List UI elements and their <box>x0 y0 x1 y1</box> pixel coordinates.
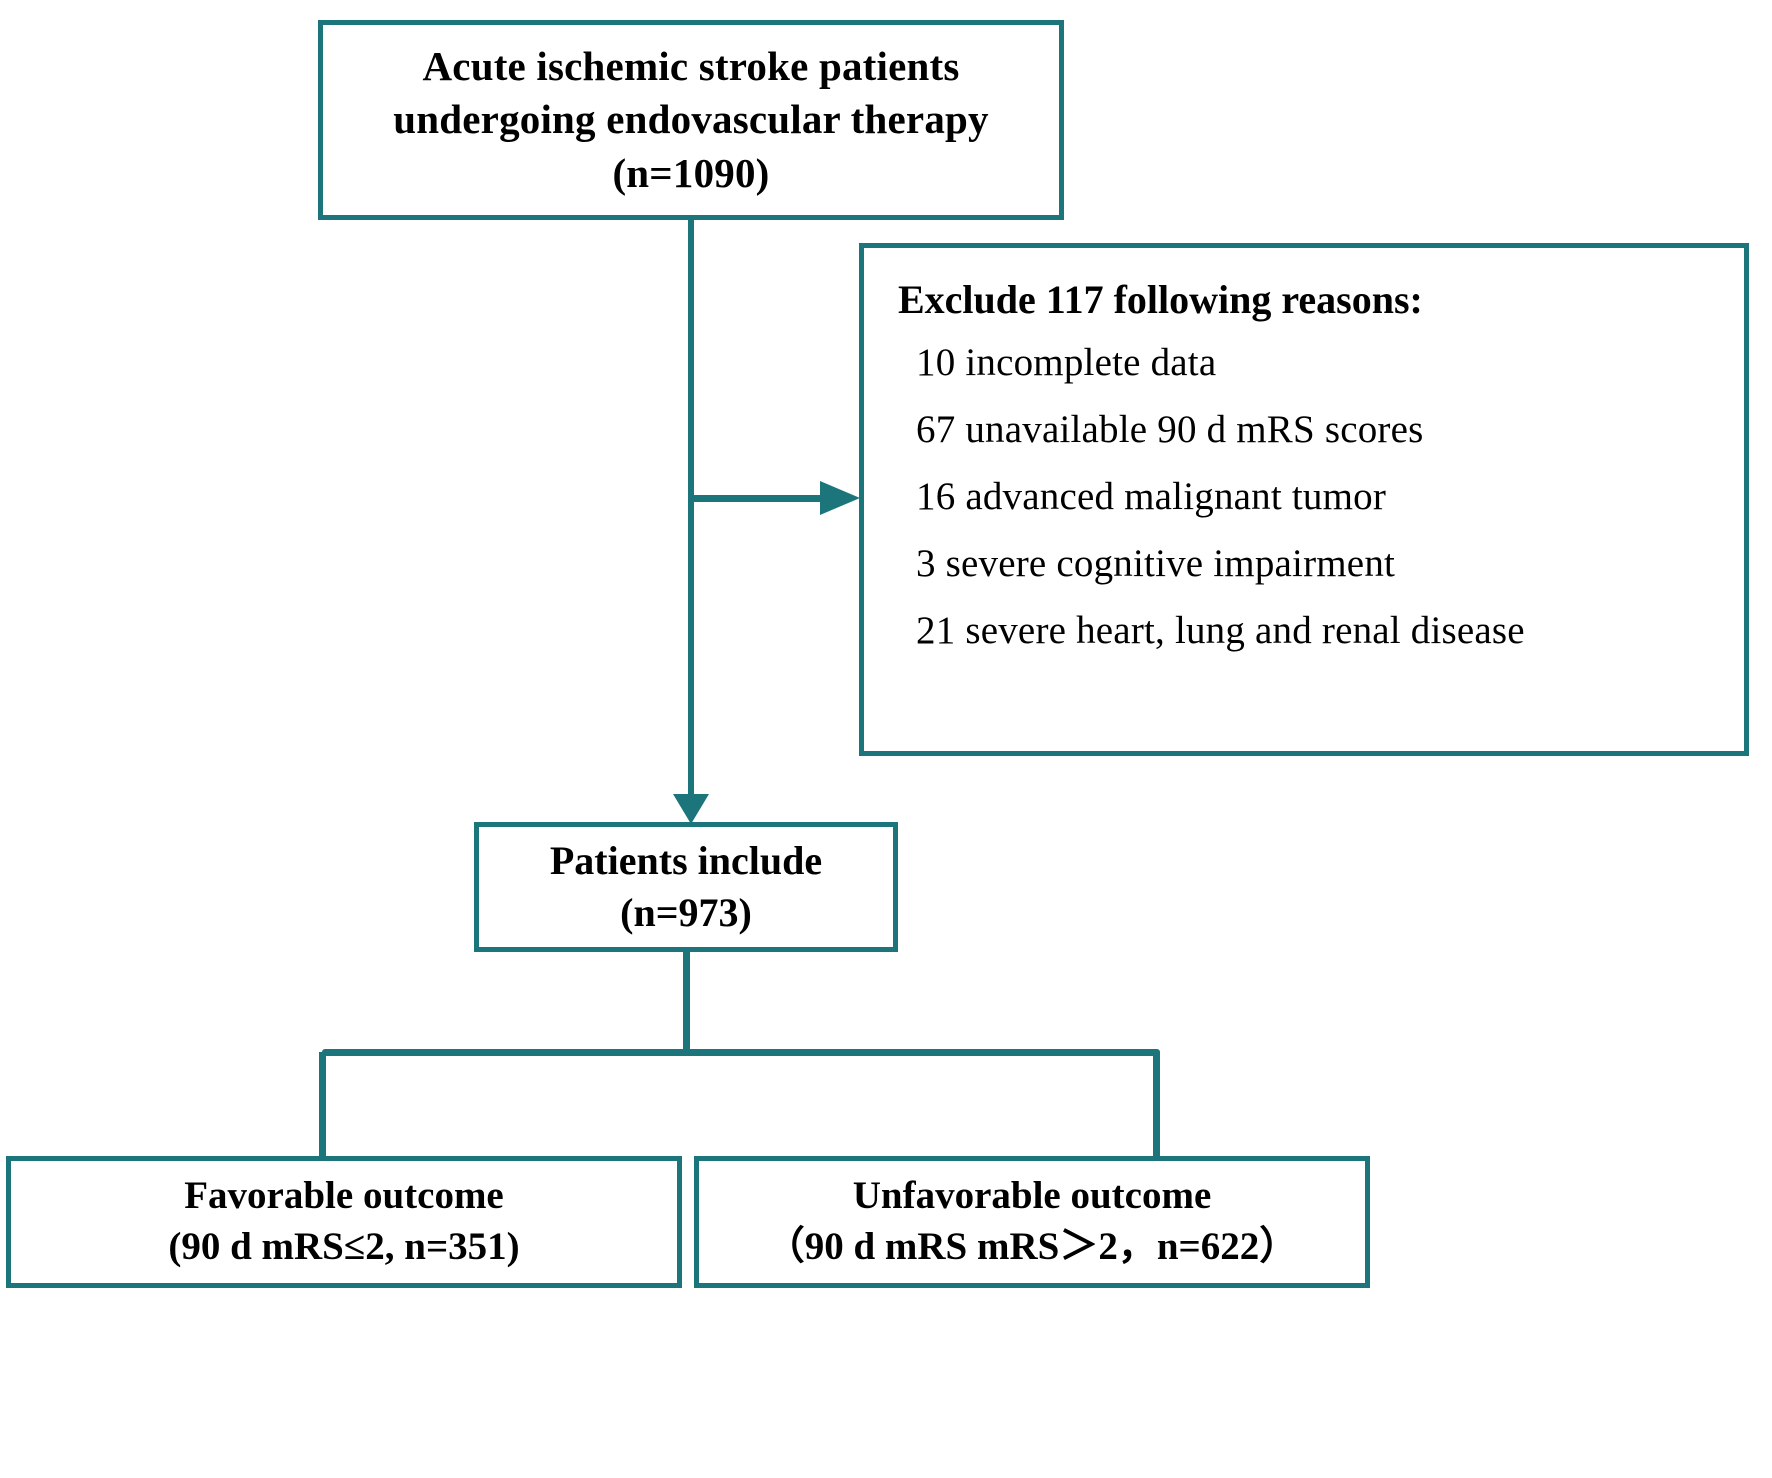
connector-split-to-unfavorable <box>1153 1052 1160 1160</box>
node-included-line-1: Patients include <box>549 838 823 883</box>
exclusion-item-malignant-tumor: 16 advanced malignant tumor <box>916 474 1387 518</box>
node-unfavorable-line-1: Unfavorable outcome <box>852 1174 1212 1218</box>
node-unfavorable-outcome: Unfavorable outcome （90 d mRS mRS＞2，n=62… <box>694 1156 1370 1288</box>
exclusion-item-cognitive-impairment: 3 severe cognitive impairment <box>916 541 1396 585</box>
connector-enrolled-to-included <box>688 220 694 800</box>
node-patients-included: Patients include (n=973) <box>474 822 898 952</box>
connector-split-bar <box>322 1049 1160 1056</box>
connector-included-to-split <box>683 952 690 1054</box>
node-enrolled-patients: Acute ischemic stroke patients undergoin… <box>318 20 1064 220</box>
node-enrolled-line-1: Acute ischemic stroke patients <box>422 43 960 90</box>
node-favorable-outcome: Favorable outcome (90 d mRS≤2, n=351) <box>6 1156 682 1288</box>
node-favorable-line-2: (90 d mRS≤2, n=351) <box>168 1225 520 1268</box>
connector-split-to-favorable <box>319 1052 326 1160</box>
exclusion-item-organ-disease: 21 severe heart, lung and renal disease <box>916 608 1525 652</box>
exclusion-item-incomplete-data: 10 incomplete data <box>916 341 1217 384</box>
exclusion-item-unavailable-mrs: 67 unavailable 90 d mRS scores <box>916 407 1424 451</box>
node-included-line-2: (n=973) <box>620 890 752 935</box>
node-unfavorable-line-2: （90 d mRS mRS＞2，n=622） <box>765 1225 1299 1268</box>
connector-trunk-to-exclusions <box>694 495 826 502</box>
node-favorable-line-1: Favorable outcome <box>184 1174 504 1218</box>
node-exclusion-reasons: Exclude 117 following reasons: 10 incomp… <box>859 243 1749 756</box>
node-enrolled-line-3: (n=1090) <box>612 149 770 196</box>
arrowhead-right-icon <box>820 481 860 515</box>
exclusion-title: Exclude 117 following reasons: <box>898 277 1423 322</box>
node-enrolled-line-2: undergoing endovascular therapy <box>393 96 989 143</box>
arrowhead-down-icon <box>673 794 709 824</box>
